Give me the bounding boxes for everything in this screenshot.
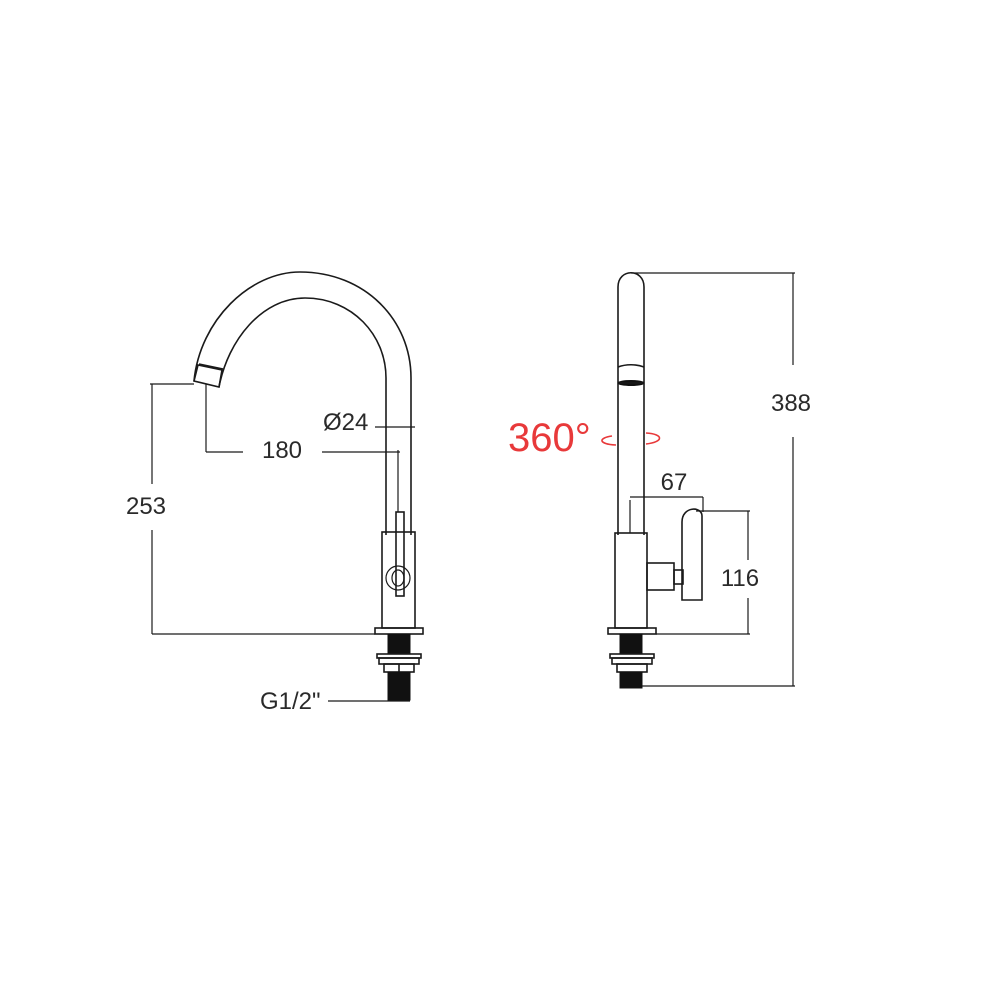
mounting-nut xyxy=(378,657,420,665)
dim-tube-diameter: Ø24 xyxy=(323,409,368,436)
base-flange xyxy=(374,627,424,635)
dim-handle-projection: 67 xyxy=(661,469,688,496)
side-mounting-nut xyxy=(611,657,653,665)
side-threaded-shank-lower xyxy=(619,671,643,689)
front-view: 253 180 Ø24 G1/2" xyxy=(126,271,424,715)
dim-total-height: 388 xyxy=(771,390,811,417)
side-spout-tube xyxy=(617,271,645,535)
side-faucet-body xyxy=(614,532,648,629)
dim-thread-size: G1/2" xyxy=(260,688,321,715)
dim-spout-reach: 180 xyxy=(262,437,302,464)
side-threaded-shank-upper xyxy=(619,633,643,655)
rotation-label: 360° xyxy=(508,416,591,460)
spout-inner-edge xyxy=(218,297,387,535)
side-view: 360° 67 116 388 xyxy=(508,271,811,689)
handle-lever xyxy=(395,511,405,597)
threaded-shank-upper xyxy=(387,633,411,655)
threaded-shank-lower xyxy=(387,671,411,701)
cartridge-circle xyxy=(385,565,411,591)
dim-spout-height: 253 xyxy=(126,493,166,520)
rotation-arrow xyxy=(601,435,617,446)
side-handle-lever xyxy=(681,508,703,601)
dim-handle-height: 116 xyxy=(721,565,759,592)
side-base-flange xyxy=(607,627,657,635)
side-handle-stem xyxy=(646,562,675,591)
spout-aerator xyxy=(193,364,223,388)
spout-outer-edge xyxy=(193,271,412,535)
